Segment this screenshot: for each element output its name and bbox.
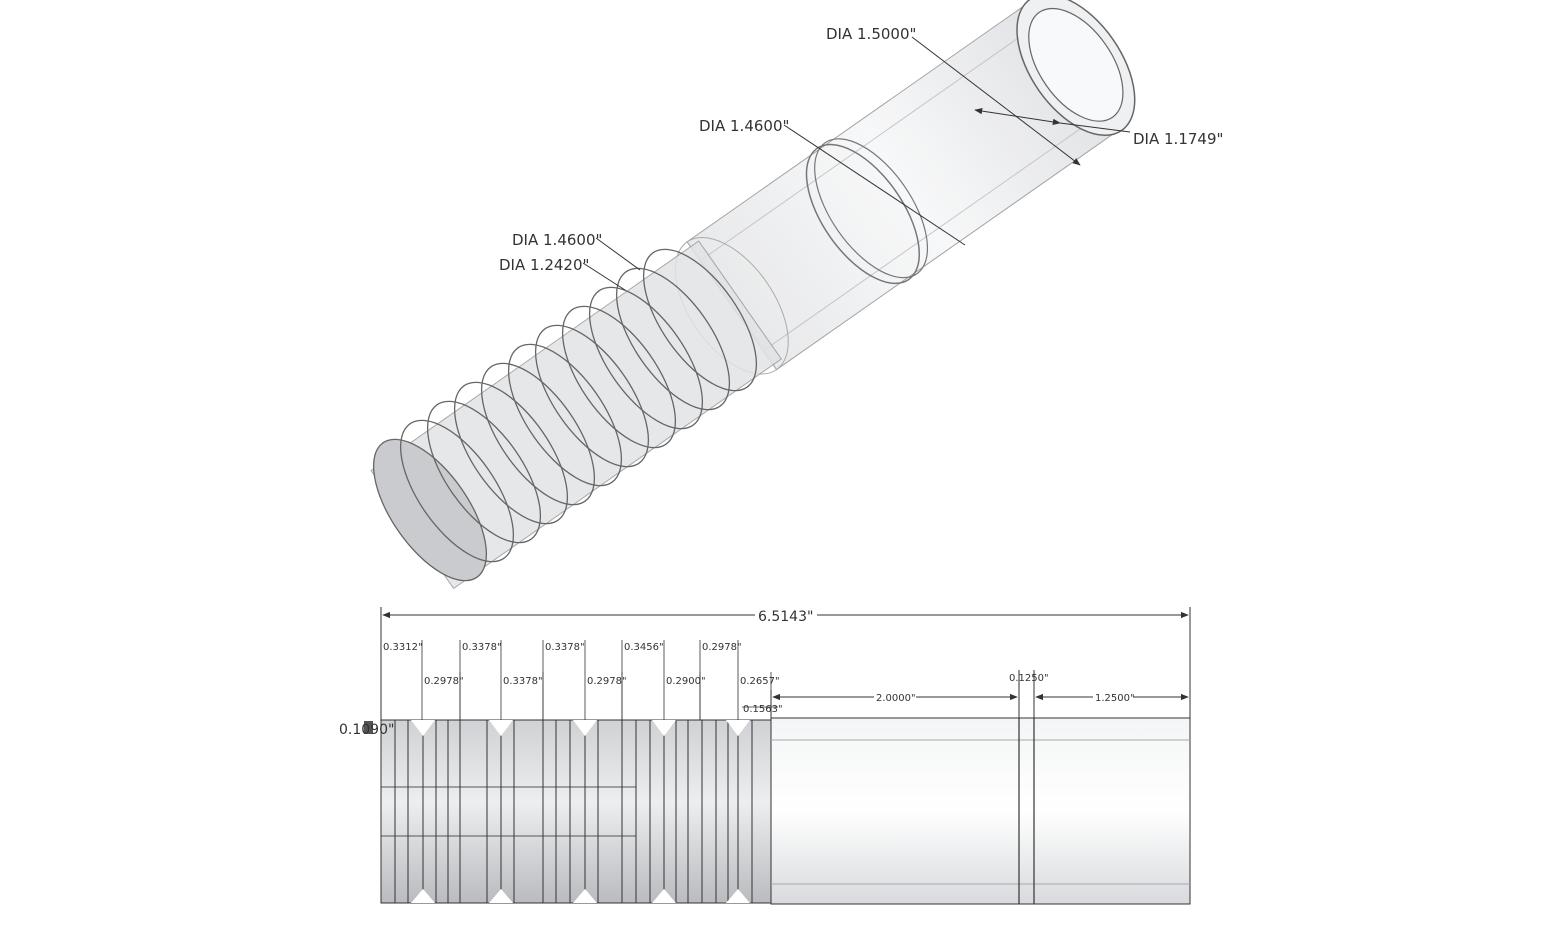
thread-notch [489, 720, 513, 736]
iso-thread-rings [372, 248, 758, 582]
iso-thread-ring [399, 419, 515, 563]
chamfer-label: 0.1563" [743, 704, 783, 715]
groove-width-dim: 0.1250" [1009, 670, 1049, 718]
iso-thread-ring [615, 267, 731, 411]
thread-pitch-bottom-label: 0.2900" [666, 676, 706, 687]
iso-thread-ring [534, 324, 650, 468]
iso-callout-outer: DIA 1.5000" [826, 25, 1081, 166]
thread-notch [489, 889, 513, 903]
dia-bore-label: DIA 1.1749" [1133, 130, 1223, 148]
body-length-dim: 2.0000" [770, 690, 1020, 718]
iso-callout-bore: DIA 1.1749" [974, 107, 1223, 148]
dia-thread-minor-label: DIA 1.2420" [499, 256, 589, 274]
dia-collar-label: DIA 1.4600" [699, 117, 789, 135]
iso-thread-ring [453, 381, 569, 525]
thread-notch [726, 720, 750, 736]
iso-callout-thread-minor: DIA 1.2420" [499, 256, 626, 291]
overall-length-label: 6.5143" [758, 609, 813, 625]
side-thread-section [380, 719, 772, 904]
iso-thread-ring [372, 438, 488, 582]
end-length-label: 1.2500" [1095, 693, 1135, 704]
left-chamfer-dim: 0.1090" [339, 721, 394, 738]
thread-notch [573, 720, 597, 736]
iso-callout-thread-major: DIA 1.4600" [512, 231, 641, 271]
thread-pitch-bottom-label: 0.2978" [587, 676, 627, 687]
iso-thread-ring [561, 305, 677, 449]
iso-thread-ring [426, 400, 542, 544]
left-chamfer-label: 0.1090" [339, 722, 394, 738]
thread-notches [411, 720, 750, 903]
thread-pitch-top-label: 0.3312" [383, 642, 423, 653]
dia-thread-major-label: DIA 1.4600" [512, 231, 602, 249]
iso-thread-ring [588, 286, 704, 430]
thread-notch [726, 889, 750, 903]
body-length-label: 2.0000" [876, 693, 916, 704]
iso-tube-body [674, 0, 1136, 375]
chamfer-dim: 0.1563" [742, 704, 783, 715]
iso-thread-ring [480, 362, 596, 506]
groove-width-label: 0.1250" [1009, 673, 1049, 684]
thread-lines [380, 720, 772, 903]
thread-pitch-bottom-label: 0.2657" [740, 676, 780, 687]
thread-pitch-bottom-label: 0.3378" [503, 676, 543, 687]
dia-outer-label: DIA 1.5000" [826, 25, 916, 43]
thread-notch [573, 889, 597, 903]
iso-callout-collar: DIA 1.4600" [699, 117, 966, 246]
thread-pitch-top-label: 0.3456" [624, 642, 664, 653]
side-body [770, 717, 1191, 905]
thread-notch [652, 720, 676, 736]
thread-pitch-top-label: 0.3378" [545, 642, 585, 653]
thread-notch [411, 720, 435, 736]
iso-thread-ring [507, 343, 623, 487]
overall-length-dim: 6.5143" [380, 606, 1191, 720]
end-length-dim: 1.2500" [1035, 690, 1189, 704]
thread-notch [652, 889, 676, 903]
side-view: 6.5143" 0.3312" 0.3378" 0.3378" 0.3456" 0.29… [339, 606, 1191, 905]
thread-pitch-dims: 0.3312" 0.3378" 0.3378" 0.3456" 0.2978" 0.297… [380, 640, 780, 720]
thread-pitch-top-label: 0.2978" [702, 642, 742, 653]
iso-thread-ring [642, 248, 758, 392]
thread-pitch-bottom-label: 0.2978" [424, 676, 464, 687]
thread-pitch-top-label: 0.3378" [462, 642, 502, 653]
thread-notch [411, 889, 435, 903]
isometric-view: DIA 1.5000" DIA 1.1749" DIA 1.4600" DIA … [370, 0, 1223, 590]
